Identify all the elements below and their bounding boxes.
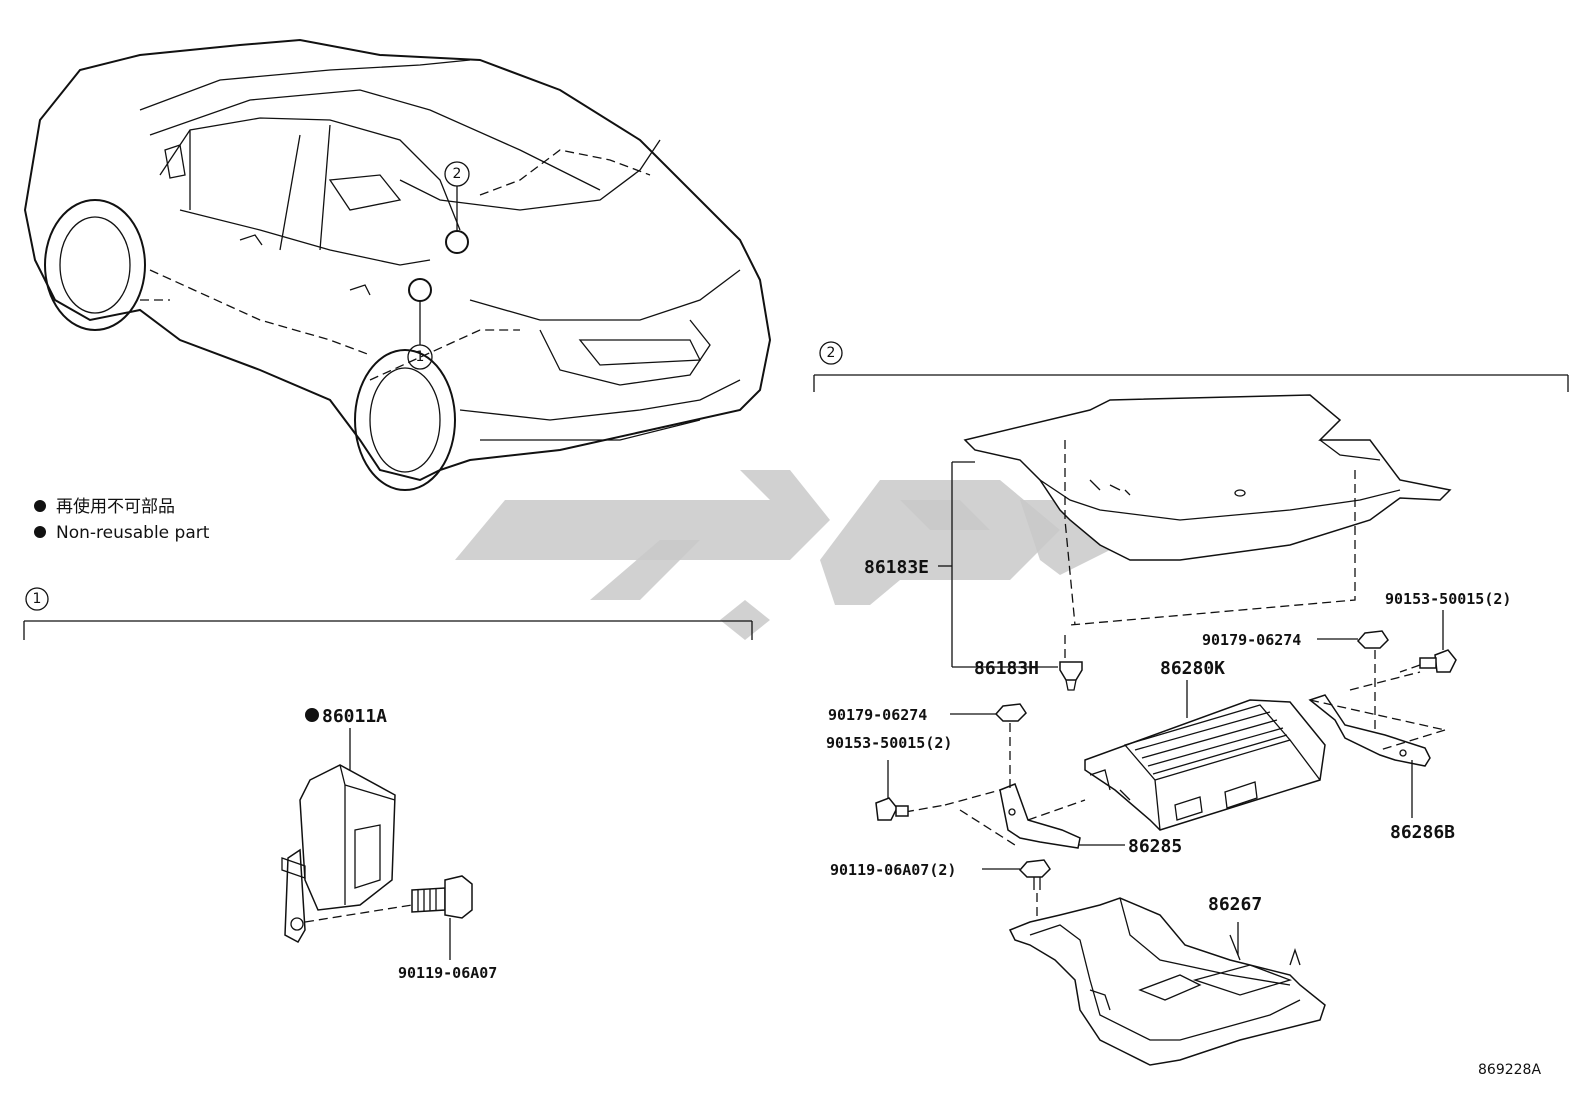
callout-1-marker xyxy=(407,344,433,370)
callout-2-marker xyxy=(444,161,470,187)
view-1-number: 1 xyxy=(33,591,42,607)
callout-1-number: 1 xyxy=(416,349,425,365)
label-86011A: 86011A xyxy=(322,706,387,727)
label-86183H: 86183H xyxy=(974,658,1039,679)
label-90119-06A07: 90119-06A07 xyxy=(398,964,497,982)
label-90119-06A07-2: 90119-06A07(2) xyxy=(830,861,956,879)
view-2-section: 2 86183E 86183H 86280K 86286B xyxy=(813,341,1569,1066)
label-90153-50015-left: 90153-50015(2) xyxy=(826,734,952,752)
label-86285: 86285 xyxy=(1128,836,1182,857)
bullet-icon xyxy=(34,526,46,538)
bullet-icon xyxy=(34,500,46,512)
label-90153-50015-right: 90153-50015(2) xyxy=(1385,590,1511,608)
legend: 再使用不可部品 Non-reusable part xyxy=(34,496,210,543)
legend-en: Non-reusable part xyxy=(56,523,210,543)
view-1-section: 1 86011A 90119-06A07 xyxy=(23,587,753,982)
legend-jp: 再使用不可部品 xyxy=(56,496,175,517)
label-86280K: 86280K xyxy=(1160,658,1225,679)
label-86267: 86267 xyxy=(1208,894,1262,915)
label-90179-06274-right: 90179-06274 xyxy=(1202,631,1301,649)
label-86183E: 86183E xyxy=(864,557,929,578)
non-reusable-bullet-icon xyxy=(305,708,319,722)
label-86286B: 86286B xyxy=(1390,822,1455,843)
drawing-code: 869228A xyxy=(1478,1062,1541,1078)
view-2-number: 2 xyxy=(827,345,836,361)
callout-2-number: 2 xyxy=(453,166,462,182)
watermark-logo xyxy=(455,470,1130,640)
vehicle-overview: 2 1 xyxy=(23,38,772,491)
label-90179-06274-left: 90179-06274 xyxy=(828,706,927,724)
